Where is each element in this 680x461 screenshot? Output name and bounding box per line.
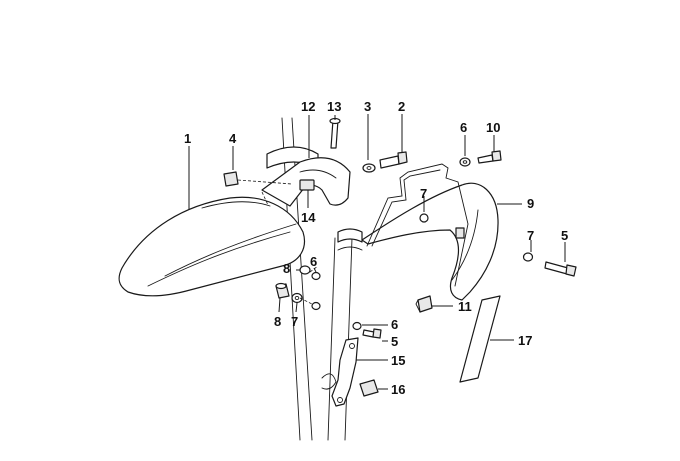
screw-10 bbox=[477, 150, 502, 164]
callout-7-mid: 7 bbox=[420, 186, 427, 201]
screw-13 bbox=[329, 117, 341, 149]
callout-11: 11 bbox=[458, 299, 472, 314]
callout-6-lower: 6 bbox=[391, 317, 398, 332]
washer-3 bbox=[362, 163, 376, 173]
clip-11 bbox=[415, 295, 433, 313]
screw-5-right bbox=[544, 261, 577, 277]
callout-17: 17 bbox=[518, 333, 532, 348]
washer-6-top bbox=[459, 157, 471, 167]
callout-6-mid: 6 bbox=[310, 254, 317, 269]
screw-5-lower bbox=[362, 328, 382, 339]
pad-16 bbox=[359, 379, 379, 397]
callout-1: 1 bbox=[184, 131, 191, 146]
rubber-8-lower bbox=[275, 282, 290, 299]
washer-6-mid bbox=[311, 271, 321, 281]
callout-5-lower: 5 bbox=[391, 334, 398, 349]
callout-10: 10 bbox=[486, 120, 500, 135]
callout-7-lower: 7 bbox=[291, 314, 298, 329]
callout-8-lower: 8 bbox=[274, 314, 281, 329]
callout-labels: 1 4 12 13 3 2 6 10 7 9 7 5 14 6 8 8 7 6 … bbox=[184, 99, 568, 397]
callout-6-top: 6 bbox=[460, 120, 467, 135]
callout-2: 2 bbox=[398, 99, 405, 114]
leader-lines bbox=[188, 114, 566, 390]
fork-mount-point bbox=[311, 301, 321, 311]
strip-17 bbox=[459, 295, 501, 383]
washer-7-mid bbox=[419, 213, 429, 223]
callout-8-upper: 8 bbox=[283, 261, 290, 276]
callout-13: 13 bbox=[327, 99, 341, 114]
front-mudguard bbox=[118, 196, 305, 297]
fender-bracket bbox=[366, 163, 469, 287]
callout-7-right: 7 bbox=[527, 228, 534, 243]
nut-4 bbox=[223, 171, 239, 187]
clip-14 bbox=[299, 179, 315, 191]
callout-4: 4 bbox=[229, 131, 237, 146]
callout-15: 15 bbox=[391, 353, 405, 368]
bushing-8-upper bbox=[299, 265, 311, 275]
callout-12: 12 bbox=[301, 99, 315, 114]
callout-9: 9 bbox=[527, 196, 534, 211]
washer-6-lower bbox=[352, 321, 362, 331]
rear-fender bbox=[361, 182, 499, 301]
callout-16: 16 bbox=[391, 382, 405, 397]
callout-14: 14 bbox=[301, 210, 316, 225]
washer-7-lower bbox=[291, 292, 303, 304]
holder-15 bbox=[321, 337, 359, 407]
callout-5-right: 5 bbox=[561, 228, 568, 243]
bolt-2 bbox=[379, 151, 408, 169]
washer-7-right bbox=[522, 252, 534, 262]
callout-3: 3 bbox=[364, 99, 371, 114]
